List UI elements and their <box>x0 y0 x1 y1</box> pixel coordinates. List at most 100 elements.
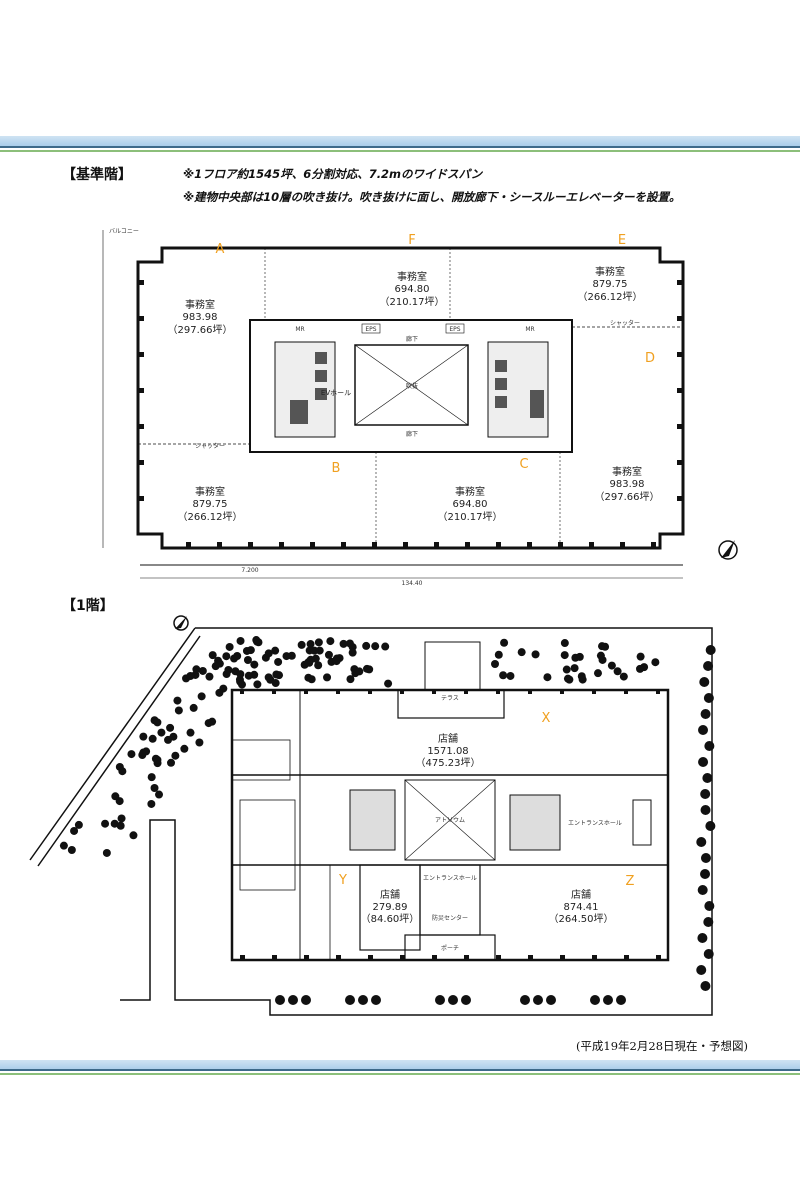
column <box>620 542 625 547</box>
tree-icon <box>225 642 234 651</box>
tree-icon <box>543 673 552 682</box>
column <box>272 690 276 694</box>
tree-icon <box>533 995 543 1005</box>
zone-area: 983.98 <box>183 312 218 323</box>
column <box>624 690 628 694</box>
tree-icon <box>362 641 371 650</box>
tree-icon <box>307 675 316 684</box>
tree-icon <box>167 758 176 767</box>
top-band <box>0 136 800 146</box>
zone-tsubo: （84.60坪） <box>361 912 420 925</box>
zone-letter: B <box>332 461 341 476</box>
column <box>432 955 437 960</box>
column <box>528 955 533 960</box>
column <box>279 542 284 547</box>
tree-icon <box>700 853 711 863</box>
column <box>677 280 682 285</box>
zone-area: 279.89 <box>373 902 408 913</box>
core <box>249 319 573 453</box>
tree-icon <box>570 664 579 673</box>
column <box>240 690 244 694</box>
column <box>434 542 439 547</box>
column <box>528 690 532 694</box>
column <box>677 388 682 393</box>
tree-icon <box>127 750 136 759</box>
column <box>651 542 656 547</box>
tree-icon <box>174 706 183 715</box>
atrium-void <box>354 344 469 426</box>
tree-icon <box>562 665 571 674</box>
column <box>403 542 408 547</box>
zone-room: 事務室 <box>455 485 485 498</box>
column <box>558 542 563 547</box>
top-band-line <box>0 146 800 148</box>
void-label: 吹抜 <box>406 382 418 390</box>
tree-icon <box>243 655 252 664</box>
tree-icon <box>703 693 714 703</box>
tree-icon <box>250 660 259 669</box>
tree-icon <box>197 692 206 701</box>
footer-note: (平成19年2月28日現在・予想図) <box>575 1039 748 1053</box>
column <box>560 690 564 694</box>
tree-icon <box>560 651 569 660</box>
tree-icon <box>324 650 333 659</box>
column <box>677 352 682 357</box>
tree-icon <box>702 773 713 783</box>
zone-room: 事務室 <box>612 465 642 478</box>
standard-floor-heading: 【基準階】 <box>62 167 132 183</box>
tree-icon <box>593 669 602 678</box>
column <box>139 280 144 285</box>
tree-icon <box>101 819 110 828</box>
tree-icon <box>699 677 710 687</box>
column <box>496 955 501 960</box>
column <box>272 955 277 960</box>
zone-tsubo: （297.66坪） <box>168 323 233 336</box>
tree-icon <box>150 784 159 793</box>
bottom-band <box>0 1060 800 1070</box>
tree-icon <box>236 636 245 645</box>
zone-room: 店舗 <box>438 732 458 745</box>
atrium-label: アトリウム <box>435 816 465 824</box>
column <box>336 955 341 960</box>
tree-icon <box>237 680 246 689</box>
first-floor-plan <box>29 627 716 1016</box>
corridor-label-top: 廊下 <box>406 335 418 343</box>
tree-icon <box>705 821 716 831</box>
tree-icon <box>704 741 715 751</box>
standard-floor-plan <box>102 230 685 579</box>
column <box>240 955 245 960</box>
entrance-hall-east-label: エントランスホール <box>568 820 622 827</box>
tree-icon <box>348 648 357 657</box>
zone-area: 694.80 <box>453 499 488 510</box>
column <box>496 690 500 694</box>
tree-icon <box>700 869 711 879</box>
tree-icon <box>494 650 503 659</box>
zone-room: 事務室 <box>397 270 427 283</box>
tree-icon <box>560 639 569 648</box>
span-dimension: 7.200 <box>241 567 258 574</box>
north-arrow-icon-1f <box>173 615 189 631</box>
tree-icon <box>224 666 233 675</box>
column <box>677 424 682 429</box>
tree-icon <box>274 657 283 666</box>
tree-icon <box>155 790 164 799</box>
zone-room: 事務室 <box>185 298 215 311</box>
tree-icon <box>186 671 195 680</box>
zone-room: 店舗 <box>380 888 400 901</box>
zone-tsubo: （264.50坪） <box>549 912 614 925</box>
tree-icon <box>215 688 224 697</box>
zone-letter: F <box>408 233 415 248</box>
tree-icon <box>147 799 156 808</box>
tree-icon <box>499 671 508 680</box>
column <box>589 542 594 547</box>
zone-area: 983.98 <box>610 479 645 490</box>
disaster-center-label: 防災センター <box>432 914 468 922</box>
column <box>139 424 144 429</box>
mr-label-right: MR <box>525 326 534 333</box>
tree-icon <box>698 757 709 767</box>
tree-icon <box>272 670 281 679</box>
tree-icon <box>205 672 214 681</box>
zone-room: 事務室 <box>195 485 225 498</box>
column <box>624 955 629 960</box>
zone-area: 1571.08 <box>427 746 468 757</box>
